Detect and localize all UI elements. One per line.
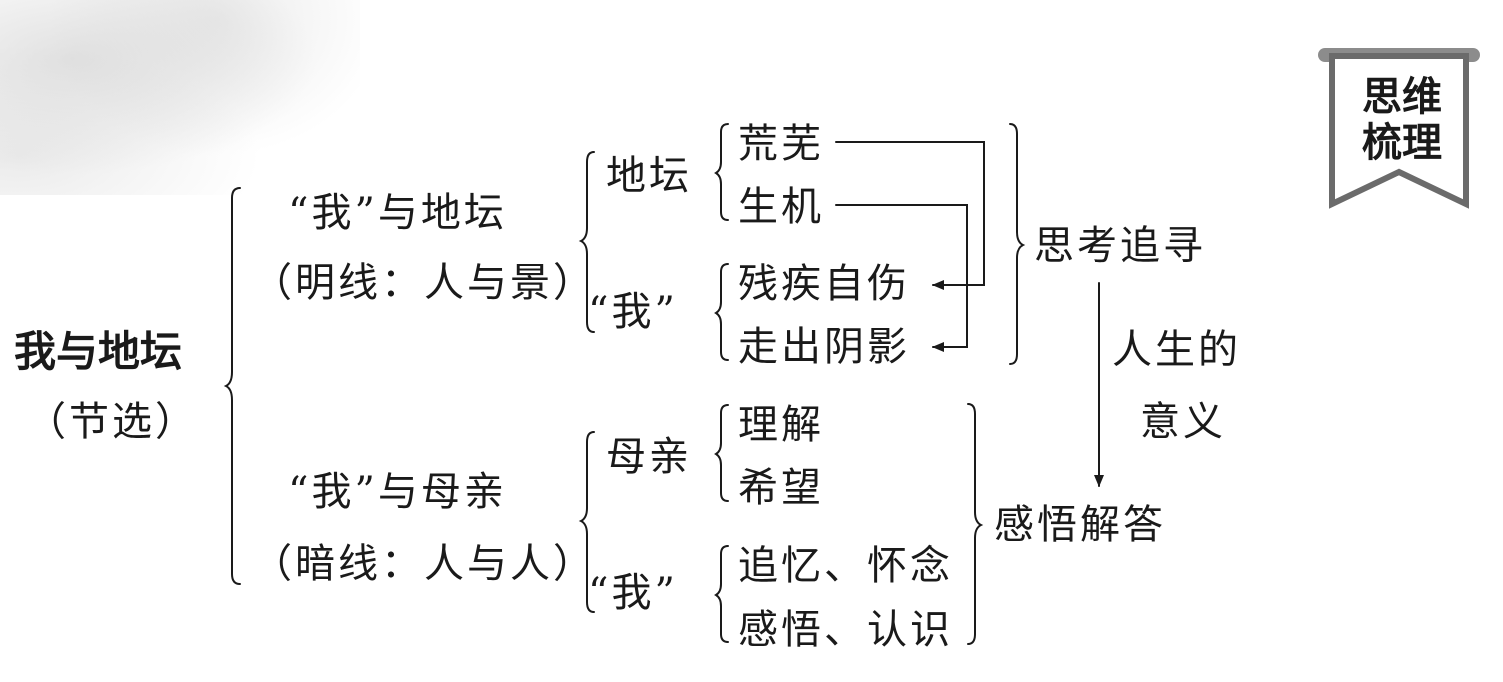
brace-right-top [1009, 123, 1026, 365]
item-recall: 追忆、怀念 [738, 543, 953, 589]
result-top: 思考追寻 [1034, 223, 1206, 269]
badge-line2: 梳理 [1362, 120, 1442, 166]
branch-top-title: “我”与地坛 [288, 190, 507, 236]
item-disabled: 残疾自伤 [738, 261, 910, 307]
brace-right-bottom [967, 403, 984, 645]
item-vitality: 生机 [738, 184, 824, 230]
group-mother-label: 母亲 [606, 434, 692, 480]
group-altar-label: 地坛 [606, 153, 692, 199]
flow-label-line2: 意义 [1140, 399, 1226, 445]
badge-line1: 思维 [1362, 74, 1442, 120]
brace-me-bottom [714, 545, 729, 643]
flow-label-line1: 人生的 [1112, 327, 1241, 373]
group-me-bottom-label: “我” [588, 570, 678, 616]
branch-bottom-title: “我”与母亲 [288, 469, 507, 515]
brace-bottom-branch [578, 431, 595, 613]
connector-desolate-to-disabled [835, 141, 985, 290]
branch-top-subtitle: （明线：人与景） [252, 260, 596, 306]
badge-text: 思维 梳理 [1352, 74, 1452, 166]
item-desolate: 荒芜 [738, 121, 824, 167]
root-title: 我与地坛 [14, 327, 183, 376]
brace-mother [714, 404, 729, 502]
item-hope: 希望 [738, 465, 824, 511]
group-me-top-label: “我” [588, 289, 678, 335]
item-realize: 感悟、认识 [738, 607, 953, 653]
brace-root [223, 187, 241, 585]
brace-top-branch [578, 151, 595, 333]
branch-bottom-subtitle: （暗线：人与人） [252, 541, 596, 587]
brace-me-top [714, 263, 729, 361]
item-understanding: 理解 [738, 402, 824, 448]
root-subtitle: （节选） [26, 399, 198, 445]
result-bottom: 感悟解答 [994, 502, 1166, 548]
badge-ribbon [1318, 48, 1480, 209]
background-ink-wash [0, 0, 360, 195]
brace-altar [714, 123, 729, 221]
connector-vitality-to-out [835, 204, 968, 352]
item-out-of-shadow: 走出阴影 [738, 324, 910, 370]
